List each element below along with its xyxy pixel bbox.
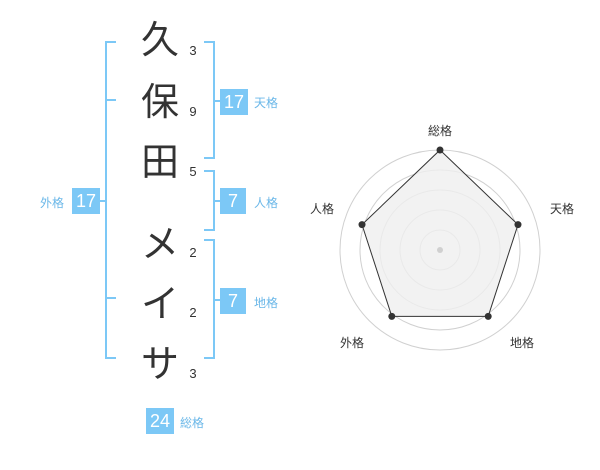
stroke-count-2: 9 <box>189 104 197 119</box>
stroke-count-5: 2 <box>189 305 197 320</box>
radar-label-gaikaku: 外格 <box>340 336 365 350</box>
name-char-1: 久 <box>140 18 179 62</box>
gaikaku-label: 外格 <box>40 196 65 210</box>
radar-polygon <box>361 149 519 317</box>
stroke-count-4: 2 <box>189 245 197 260</box>
jinkaku-value: 7 <box>220 188 246 214</box>
radar-label-jinkaku: 人格 <box>310 202 335 216</box>
soukaku-label: 総格 <box>180 416 205 430</box>
chikaku-label: 地格 <box>254 296 279 310</box>
name-char-6: サ <box>140 342 179 386</box>
radar-point-2 <box>514 221 522 229</box>
radar-center-dot <box>437 247 443 253</box>
name-char-4: メ <box>140 222 179 266</box>
name-char-5: イ <box>140 282 179 326</box>
radar-point-5 <box>358 221 366 229</box>
soukaku-value: 24 <box>146 408 174 434</box>
radar-point-1 <box>436 146 444 154</box>
chikaku-value: 7 <box>220 288 246 314</box>
gaikaku-value: 17 <box>72 188 100 214</box>
radar-label-chikaku: 地格 <box>510 336 535 350</box>
jinkaku-label: 人格 <box>254 196 279 210</box>
radar-label-tenkaku: 天格 <box>550 202 575 216</box>
radar-point-4 <box>388 312 396 320</box>
stroke-count-1: 3 <box>189 43 197 58</box>
stroke-count-3: 5 <box>189 164 197 179</box>
tenkaku-value: 17 <box>220 89 248 115</box>
radar-label-soukaku: 総格 <box>428 124 453 138</box>
name-char-3: 田 <box>140 140 179 184</box>
radar-point-3 <box>484 312 492 320</box>
name-char-2: 保 <box>140 80 179 124</box>
stroke-count-6: 3 <box>189 366 197 381</box>
tenkaku-label: 天格 <box>254 96 279 110</box>
